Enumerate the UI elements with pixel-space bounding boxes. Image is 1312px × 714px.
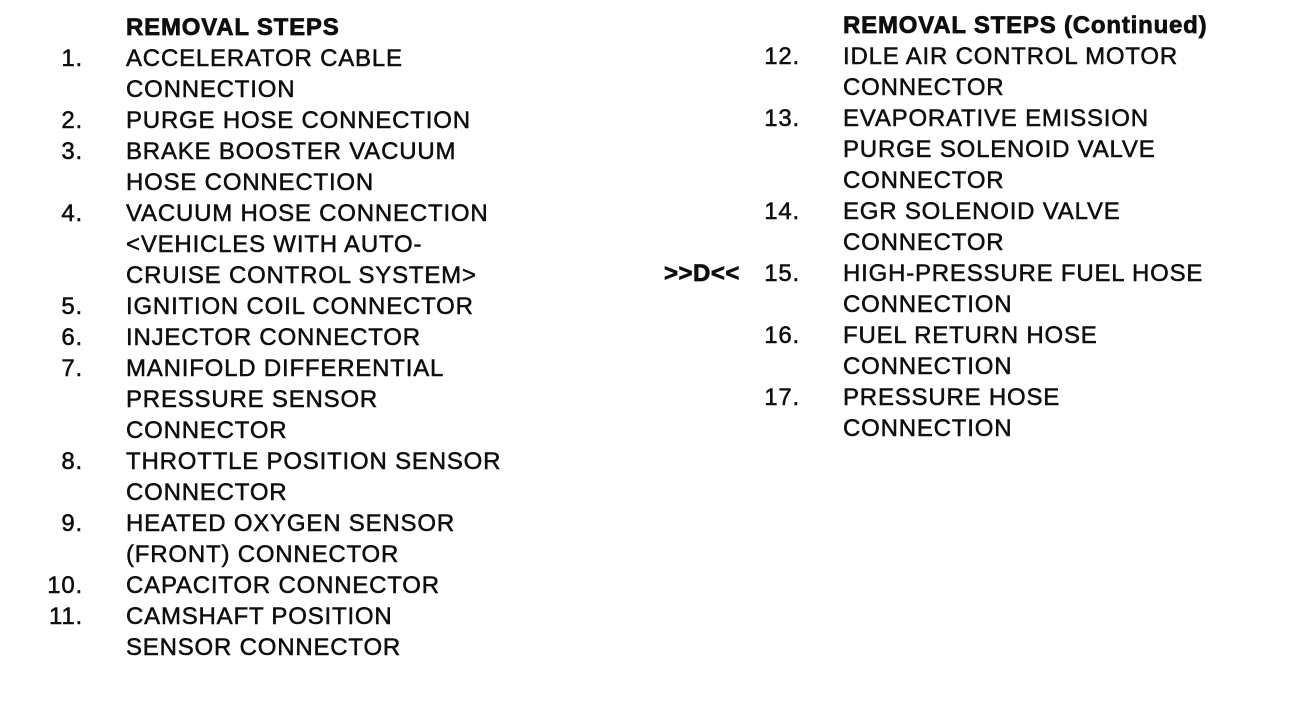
removal-step-item: 13. EVAPORATIVE EMISSION PURGE SOLENOID VA… [755,103,1295,196]
section-d-marker: >>D<< [664,260,740,288]
step-number: 13. [764,105,800,133]
step-number: 8. [61,448,83,476]
step-text-line: SENSOR CONNECTOR [126,634,402,662]
step-number: 15. [764,260,800,288]
removal-step-item: 11. CAMSHAFT POSITION SENSOR CONNECTOR [45,601,605,663]
step-text-line: IGNITION COIL CONNECTOR [126,293,474,321]
removal-step-item: 6. INJECTOR CONNECTOR [45,322,605,353]
step-number: 4. [61,200,83,228]
removal-step-item: 4. VACUUM HOSE CONNECTION <VEHICLES WITH A… [45,198,605,291]
step-number: 12. [764,43,800,71]
step-text-line: HOSE CONNECTION [126,169,375,197]
step-text-line: FUEL RETURN HOSE [843,322,1098,350]
removal-step-item: 16. FUEL RETURN HOSE CONNECTION [755,320,1295,382]
step-text: HIGH-PRESSURE FUEL HOSE CONNECTION [843,258,1203,320]
removal-step-item: 15. HIGH-PRESSURE FUEL HOSE CONNECTION [755,258,1295,320]
step-number: 3. [61,138,83,166]
removal-steps-left-column: REMOVAL STEPS 1. ACCELERATOR CABLE CONNECT… [45,12,605,663]
step-number: 2. [61,107,83,135]
step-text: BRAKE BOOSTER VACUUM HOSE CONNECTION [126,136,456,198]
step-text-line: CONNECTION [843,415,1013,443]
removal-steps-right-column: REMOVAL STEPS (Continued) 12. IDLE AIR CO… [755,10,1295,444]
step-text: HEATED OXYGEN SENSOR (FRONT) CONNECTOR [126,508,455,570]
step-text-line: VACUUM HOSE CONNECTION [126,200,489,228]
step-text-line: CONNECTOR [126,417,288,445]
removal-step-item: 1. ACCELERATOR CABLE CONNECTION [45,43,605,105]
step-number: 16. [764,322,800,350]
step-text: CAPACITOR CONNECTOR [126,570,440,601]
removal-step-item: 5. IGNITION COIL CONNECTOR [45,291,605,322]
step-text: ACCELERATOR CABLE CONNECTION [126,43,403,105]
step-text: PURGE HOSE CONNECTION [126,105,471,136]
step-text-line: IDLE AIR CONTROL MOTOR [843,43,1178,71]
left-column-header: REMOVAL STEPS [126,14,340,42]
removal-step-item: 17. PRESSURE HOSE CONNECTION [755,382,1295,444]
step-text: EGR SOLENOID VALVE CONNECTOR [843,196,1121,258]
step-text-line: ACCELERATOR CABLE [126,45,403,73]
step-number: 10. [47,572,83,600]
step-text-line: CAPACITOR CONNECTOR [126,572,440,600]
step-text: IDLE AIR CONTROL MOTOR CONNECTOR [843,41,1178,103]
step-text-line: THROTTLE POSITION SENSOR [126,448,502,476]
removal-step-item: 9. HEATED OXYGEN SENSOR (FRONT) CONNECTOR [45,508,605,570]
step-text: CAMSHAFT POSITION SENSOR CONNECTOR [126,601,401,663]
step-number: 9. [61,510,83,538]
step-text: MANIFOLD DIFFERENTIAL PRESSURE SENSOR CONN… [126,353,444,446]
step-text: VACUUM HOSE CONNECTION <VEHICLES WITH AUT… [126,198,489,291]
step-number: 11. [49,603,83,631]
step-text-line: INJECTOR CONNECTOR [126,324,421,352]
removal-step-item: 7. MANIFOLD DIFFERENTIAL PRESSURE SENSOR CO… [45,353,605,446]
removal-step-item: 10. CAPACITOR CONNECTOR [45,570,605,601]
step-text-line: <VEHICLES WITH AUTO- [126,231,423,259]
removal-step-item: 3. BRAKE BOOSTER VACUUM HOSE CONNECTION [45,136,605,198]
step-text: INJECTOR CONNECTOR [126,322,421,353]
removal-step-item: 8. THROTTLE POSITION SENSOR CONNECTOR [45,446,605,508]
step-text-line: PURGE HOSE CONNECTION [126,107,471,135]
removal-step-item: 14. EGR SOLENOID VALVE CONNECTOR [755,196,1295,258]
step-number: 17. [764,384,800,412]
right-column-header: REMOVAL STEPS (Continued) [843,12,1208,40]
step-text-line: EVAPORATIVE EMISSION [843,105,1149,133]
step-text: IGNITION COIL CONNECTOR [126,291,474,322]
step-text-line: CONNECTOR [843,167,1005,195]
step-number: 7. [61,355,83,383]
step-text-line: CONNECTION [126,76,296,104]
right-column-step-list: 12. IDLE AIR CONTROL MOTOR CONNECTOR 13. EVA… [755,41,1295,444]
step-text-line: HEATED OXYGEN SENSOR [126,510,455,538]
step-text: THROTTLE POSITION SENSOR CONNECTOR [126,446,501,508]
step-text: PRESSURE HOSE CONNECTION [843,382,1060,444]
step-number: 14. [764,198,800,226]
step-text-line: HIGH-PRESSURE FUEL HOSE [843,260,1204,288]
step-text-line: EGR SOLENOID VALVE [843,198,1121,226]
step-text-line: BRAKE BOOSTER VACUUM [126,138,457,166]
step-text-line: (FRONT) CONNECTOR [126,541,400,569]
left-column-step-list: 1. ACCELERATOR CABLE CONNECTION 2. PURGE HOS… [45,43,605,663]
step-text-line: CAMSHAFT POSITION [126,603,393,631]
step-text-line: MANIFOLD DIFFERENTIAL [126,355,445,383]
step-text-line: CONNECTION [843,353,1013,381]
removal-step-item: 2. PURGE HOSE CONNECTION [45,105,605,136]
step-text-line: CRUISE CONTROL SYSTEM> [126,262,477,290]
step-number: 5. [61,293,83,321]
step-text-line: CONNECTOR [843,74,1005,102]
step-text: EVAPORATIVE EMISSION PURGE SOLENOID VALVE… [843,103,1156,196]
step-text-line: PRESSURE HOSE [843,384,1061,412]
step-text: FUEL RETURN HOSE CONNECTION [843,320,1098,382]
removal-step-item: 12. IDLE AIR CONTROL MOTOR CONNECTOR [755,41,1295,103]
step-text-line: CONNECTION [843,291,1013,319]
step-text-line: PRESSURE SENSOR [126,386,379,414]
step-text-line: CONNECTOR [126,479,288,507]
step-text-line: PURGE SOLENOID VALVE [843,136,1156,164]
step-text-line: CONNECTOR [843,229,1005,257]
step-number: 1. [61,45,83,73]
step-number: 6. [61,324,83,352]
